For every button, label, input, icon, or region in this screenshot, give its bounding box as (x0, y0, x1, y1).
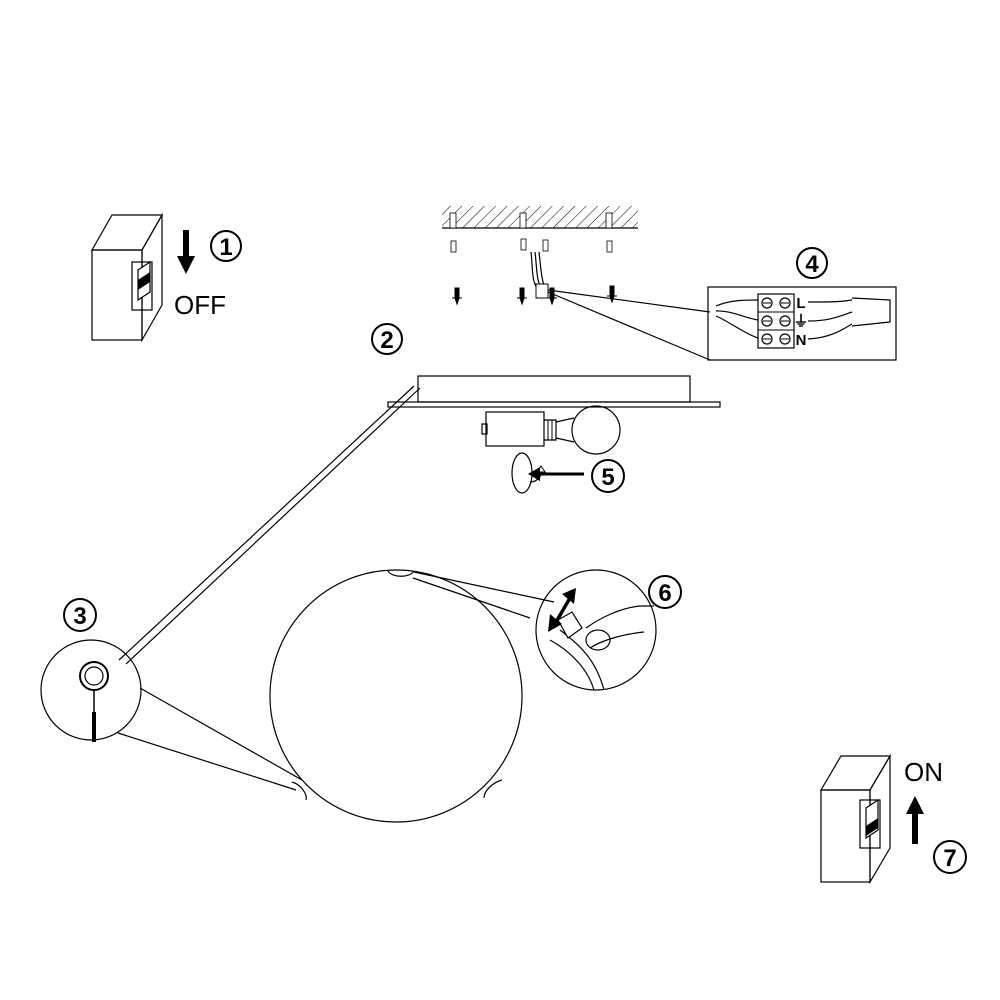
step-7-number: 7 (943, 845, 956, 872)
step-4-badge: 4 (796, 247, 828, 279)
terminal-label-earth: ⏚ (793, 313, 808, 330)
step-1-badge: 1 (210, 230, 242, 262)
step-2-number: 2 (380, 327, 393, 354)
arrow-down-icon (177, 230, 195, 274)
screw-icon (452, 285, 617, 306)
hook-detail (40, 639, 142, 742)
step-3-number: 3 (73, 603, 86, 630)
arrow-up-icon (906, 796, 924, 844)
mains-wires (530, 251, 549, 299)
step-5-badge: 5 (591, 459, 625, 493)
step-4-number: 4 (805, 251, 819, 278)
arrow-left-icon (528, 467, 584, 481)
step-6-badge: 6 (648, 575, 682, 609)
terminal-block-icon (707, 286, 897, 361)
wall-switch-off-icon (90, 212, 164, 343)
step-1-number: 1 (219, 234, 232, 261)
terminal-label-neutral: N (796, 332, 807, 349)
wall-switch-on-icon (819, 753, 892, 885)
glass-shade (269, 569, 523, 823)
ceiling (442, 206, 638, 253)
step-6-number: 6 (658, 580, 671, 607)
fixture-base-plate (387, 375, 721, 408)
on-label: ON (904, 757, 943, 787)
step-3-badge: 3 (63, 598, 97, 632)
terminal-label-live: L (796, 295, 805, 312)
clip-detail (535, 569, 657, 691)
step-5-number: 5 (601, 464, 614, 491)
step-7-badge: 7 (933, 840, 967, 874)
step-2-badge: 2 (371, 323, 403, 355)
light-bulb-icon (481, 405, 621, 455)
adjust-double-arrow-icon (548, 588, 576, 632)
off-label: OFF (174, 290, 226, 320)
